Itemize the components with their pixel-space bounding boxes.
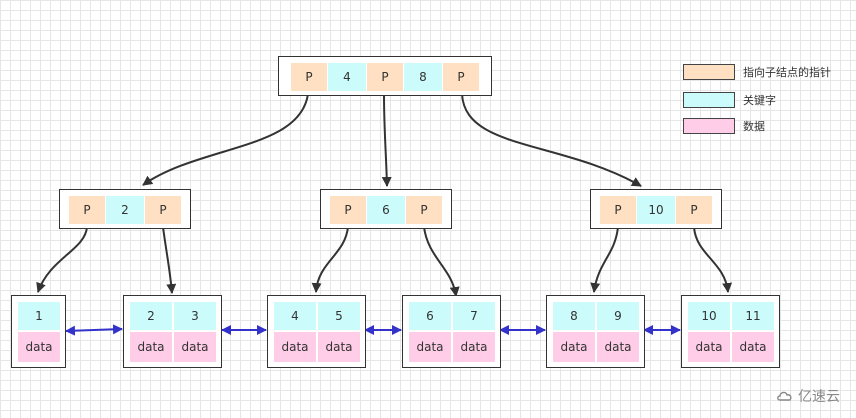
leaf-5-data-2: data <box>597 332 639 362</box>
leaf-2-key-2: 3 <box>174 302 216 330</box>
edge-internal-1-to-leaf-2 <box>162 226 177 294</box>
leaf-5-key-2: 9 <box>597 302 639 330</box>
internal-1-pointer-left: P <box>69 196 105 224</box>
leaf-4-data-2: data <box>453 332 495 362</box>
leaf-4-key-1: 6 <box>409 302 451 330</box>
leaf-3-key-1: 4 <box>274 302 316 330</box>
internal-3-pointer-left: P <box>600 196 636 224</box>
edge-internal-2-to-leaf-4 <box>423 226 460 297</box>
leaf-2-data-1: data <box>130 332 172 362</box>
edge-internal-2-to-leaf-3 <box>311 226 349 293</box>
leaf-4-key-2: 7 <box>453 302 495 330</box>
leaf-6-data-2: data <box>732 332 774 362</box>
leaf-node-5: 8 9 data data <box>546 295 645 368</box>
legend-item-key: 关键字 <box>683 90 776 110</box>
leaf-6-data-1: data <box>688 332 730 362</box>
internal-node-3: P 10 P <box>590 189 722 229</box>
leaf-3-key-2: 5 <box>318 302 360 330</box>
internal-node-2: P 6 P <box>320 189 452 229</box>
internal-3-pointer-right: P <box>676 196 712 224</box>
leaf-5-data-1: data <box>553 332 595 362</box>
legend-item-data: 数据 <box>683 116 765 136</box>
legend-item-pointer: 指向子结点的指针 <box>683 62 831 82</box>
internal-2-pointer-right: P <box>406 196 442 224</box>
internal-1-pointer-right: P <box>145 196 181 224</box>
watermark-text: 亿速云 <box>798 389 840 405</box>
leaf-3-data-2: data <box>318 332 360 362</box>
leaf-node-3: 4 5 data data <box>267 295 366 368</box>
internal-1-key: 2 <box>106 196 144 224</box>
root-node: P 4 P 8 P <box>278 56 492 96</box>
leaf-6-key-1: 10 <box>688 302 730 330</box>
legend-label-data: 数据 <box>743 120 765 133</box>
leaf-1-key-1: 1 <box>18 302 60 330</box>
leaf-5-key-1: 8 <box>553 302 595 330</box>
legend-label-pointer: 指向子结点的指针 <box>743 66 831 79</box>
leaf-link-1-2 <box>65 324 123 336</box>
internal-2-pointer-left: P <box>330 196 366 224</box>
edge-internal-3-to-leaf-5 <box>590 226 619 293</box>
edge-internal-3-to-leaf-6 <box>693 226 733 293</box>
legend-swatch-key <box>683 92 735 108</box>
leaf-node-1: 1 data <box>11 295 66 368</box>
leaf-node-2: 2 3 data data <box>123 295 222 368</box>
legend-swatch-data <box>683 118 735 134</box>
watermark: 亿速云 <box>776 385 840 407</box>
leaf-2-key-1: 2 <box>130 302 172 330</box>
root-key-8: 8 <box>404 63 442 91</box>
root-pointer-3: P <box>443 63 479 91</box>
root-pointer-2: P <box>367 63 403 91</box>
root-key-4: 4 <box>328 63 366 91</box>
edge-root-to-internal-1 <box>142 93 309 186</box>
leaf-3-data-1: data <box>274 332 316 362</box>
edge-internal-1-to-leaf-1 <box>36 226 88 293</box>
internal-2-key: 6 <box>367 196 405 224</box>
internal-node-1: P 2 P <box>59 189 191 229</box>
edge-root-to-internal-2 <box>381 93 392 187</box>
root-pointer-1: P <box>291 63 327 91</box>
leaf-node-4: 6 7 data data <box>402 295 501 368</box>
leaf-node-6: 10 11 data data <box>681 295 780 368</box>
internal-3-key: 10 <box>637 196 675 224</box>
legend-swatch-pointer <box>683 64 735 80</box>
cloud-logo-icon <box>777 391 792 401</box>
leaf-1-data-1: data <box>18 332 60 362</box>
leaf-6-key-2: 11 <box>732 302 774 330</box>
edge-root-to-internal-3 <box>461 93 642 187</box>
leaf-2-data-2: data <box>174 332 216 362</box>
legend-label-key: 关键字 <box>743 94 776 107</box>
leaf-4-data-1: data <box>409 332 451 362</box>
